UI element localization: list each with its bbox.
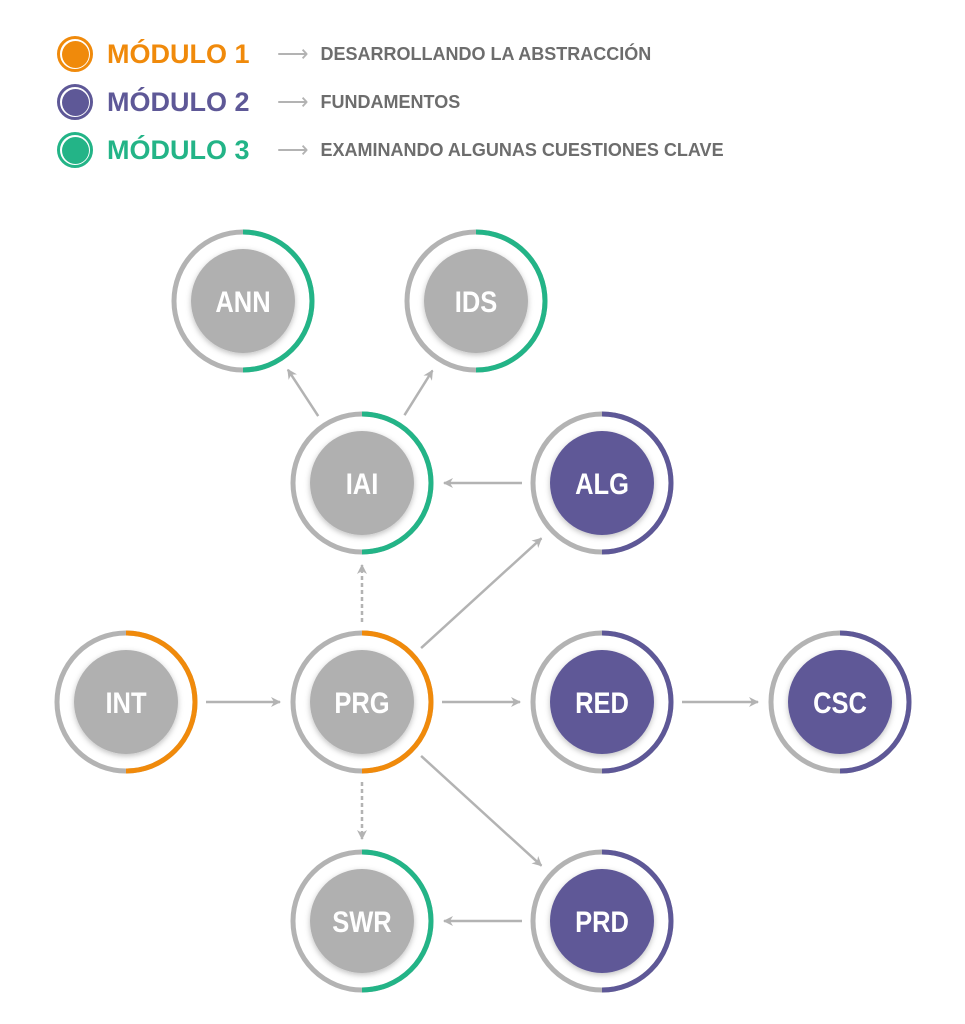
edge-prg-to-prd (420, 755, 543, 867)
node-label: ALG (575, 467, 629, 500)
node-core (788, 650, 892, 754)
node-core (550, 431, 654, 535)
node-module-arc (361, 849, 434, 993)
node-core (310, 431, 414, 535)
node-module-arc (361, 411, 434, 555)
legend-module-3: MÓDULO 3 ⟶ EXAMINANDO ALGUNAS CUESTIONES… (57, 130, 724, 170)
arrow-right-icon: ⟶ (277, 137, 309, 162)
legend-module-label: MÓDULO 2 (107, 86, 250, 117)
node-iai: IAI (290, 411, 434, 555)
node-core (424, 249, 528, 353)
node-core (310, 650, 414, 754)
node-label: ANN (215, 285, 270, 318)
legend-module-description: EXAMINANDO ALGUNAS CUESTIONES CLAVE (320, 139, 724, 160)
legend-module-2: MÓDULO 2 ⟶ FUNDAMENTOS (57, 82, 460, 122)
node-module-arc (475, 229, 548, 373)
node-csc: CSC (768, 630, 912, 774)
edge-iai-to-ids (403, 369, 434, 416)
node-module-arc (361, 630, 434, 774)
node-label: SWR (332, 905, 391, 938)
node-core (191, 249, 295, 353)
node-core (310, 869, 414, 973)
node-prg: PRG (290, 630, 434, 774)
edge-iai-to-ann (286, 368, 320, 417)
node-module-arc (839, 630, 912, 774)
legend-module-1: MÓDULO 1 ⟶ DESARROLLANDO LA ABSTRACCIÓN (57, 34, 651, 74)
node-module-arc (242, 229, 315, 373)
node-label: IDS (455, 285, 497, 318)
node-module-arc (601, 849, 674, 993)
arrow-right-icon: ⟶ (277, 41, 309, 66)
legend-module-description: DESARROLLANDO LA ABSTRACCIÓN (320, 43, 652, 64)
node-label: RED (575, 686, 629, 719)
node-prd: PRD (530, 849, 674, 993)
node-int: INT (54, 630, 198, 774)
legend-module-description: FUNDAMENTOS (320, 91, 461, 112)
node-ids: IDS (404, 229, 548, 373)
module-2-dot-icon (57, 84, 93, 120)
edge-prg-to-alg (420, 537, 543, 649)
node-label: CSC (813, 686, 867, 719)
node-label: INT (105, 686, 146, 719)
node-swr: SWR (290, 849, 434, 993)
arrow-right-icon: ⟶ (277, 89, 309, 114)
node-module-arc (601, 411, 674, 555)
node-ann: ANN (171, 229, 315, 373)
module-1-dot-icon (57, 36, 93, 72)
node-module-arc (125, 630, 198, 774)
node-label: PRG (334, 686, 389, 719)
module-3-dot-icon (57, 132, 93, 168)
node-label: PRD (575, 905, 629, 938)
node-red: RED (530, 630, 674, 774)
node-label: IAI (346, 467, 379, 500)
legend-module-label: MÓDULO 1 (107, 38, 250, 69)
legend-module-label: MÓDULO 3 (107, 134, 250, 165)
node-core (550, 869, 654, 973)
node-core (74, 650, 178, 754)
node-core (550, 650, 654, 754)
node-module-arc (601, 630, 674, 774)
node-alg: ALG (530, 411, 674, 555)
